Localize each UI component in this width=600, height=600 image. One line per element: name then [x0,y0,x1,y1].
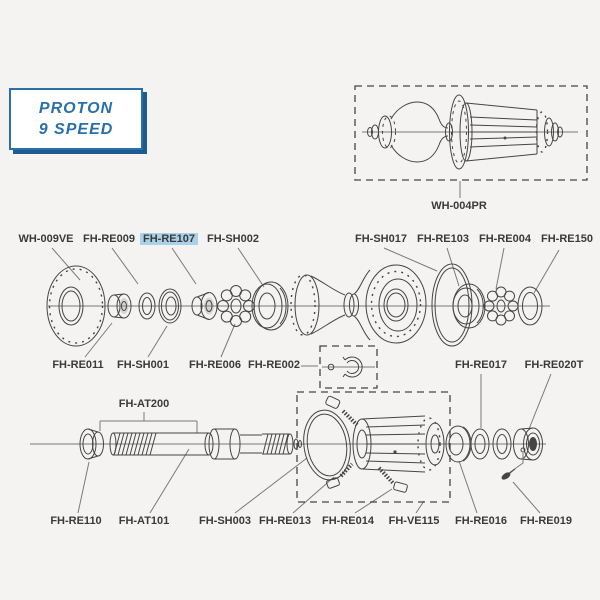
small-spring-part-drawing [501,453,524,480]
part-label-wh-009ve: WH-009VE [18,233,74,245]
dust-cap-drawing [46,265,106,347]
axle-end-cap-drawing [79,428,104,460]
part-label-fh-sh017: FH-SH017 [355,233,407,245]
part-label-fh-at101: FH-AT101 [118,515,170,527]
part-label-fh-re009: FH-RE009 [83,233,135,245]
part-label-fh-re103: FH-RE103 [417,233,469,245]
part-label-fh-re150: FH-RE150 [541,233,593,245]
seal-ring-drawing [431,263,473,347]
pawl-top-drawing [325,395,359,427]
ball-cage-left-drawing [217,285,255,327]
part-label-wh-004pr: WH-004PR [431,200,487,212]
series-title-line1: PROTON [38,100,114,118]
lockring-drawing [445,425,472,463]
part-label-fh-re019: FH-RE019 [520,515,572,527]
part-label-fh-re020t: FH-RE020T [524,359,584,371]
spacer-washer-1-drawing [470,428,490,460]
spacer-washer-2-drawing [492,428,512,460]
part-label-fh-at200: FH-AT200 [118,398,170,410]
hub-shell-drawing [290,264,427,344]
part-label-fh-re004: FH-RE004 [479,233,531,245]
series-title-box: PROTON 9 SPEED [9,88,143,150]
washer-right-drawing [517,286,543,326]
ball-cage-right-drawing [483,286,519,326]
cone-race-drawing [158,288,182,324]
bearing-cup-left-drawing [251,281,289,331]
bearing-cup-right-drawing [452,283,486,329]
axle-bracket [99,412,198,433]
leader-lines [51,181,560,514]
axle-drawing [109,428,302,460]
circlip-drawing [322,356,375,378]
locknut-drawing [107,293,132,319]
part-label-fh-re011: FH-RE011 [52,359,104,371]
circlip-box [319,345,378,389]
part-label-fh-re017: FH-RE017 [455,359,507,371]
part-label-fh-ve115: FH-VE115 [388,515,440,527]
freehub-body-drawing [352,415,445,473]
part-label-fh-sh001: FH-SH001 [117,359,169,371]
cone-drawing-highlighted [191,292,218,320]
part-label-fh-re013: FH-RE013 [259,515,311,527]
pawl-bottom-right-drawing [377,466,408,493]
part-label-fh-re014: FH-RE014 [322,515,374,527]
end-nut-drawing [513,427,543,461]
assembled-hub-drawing [362,94,578,170]
part-label-fh-sh002: FH-SH002 [207,233,259,245]
pawl-bottom-left-drawing [326,462,354,489]
washer-left-drawing [138,292,156,320]
axle-row [30,391,546,503]
freehub-box [296,391,451,503]
assembled-hub-box [354,85,588,181]
part-label-fh-re002: FH-RE002 [248,359,300,371]
middle-row [46,263,550,347]
part-label-fh-re110: FH-RE110 [50,515,102,527]
part-label-fh-re006: FH-RE006 [189,359,241,371]
part-label-fh-sh003: FH-SH003 [199,515,251,527]
part-label-fh-re107-highlighted: FH-RE107 [140,233,198,245]
part-label-fh-re016: FH-RE016 [455,515,507,527]
series-title-line2: 9 SPEED [38,120,114,138]
